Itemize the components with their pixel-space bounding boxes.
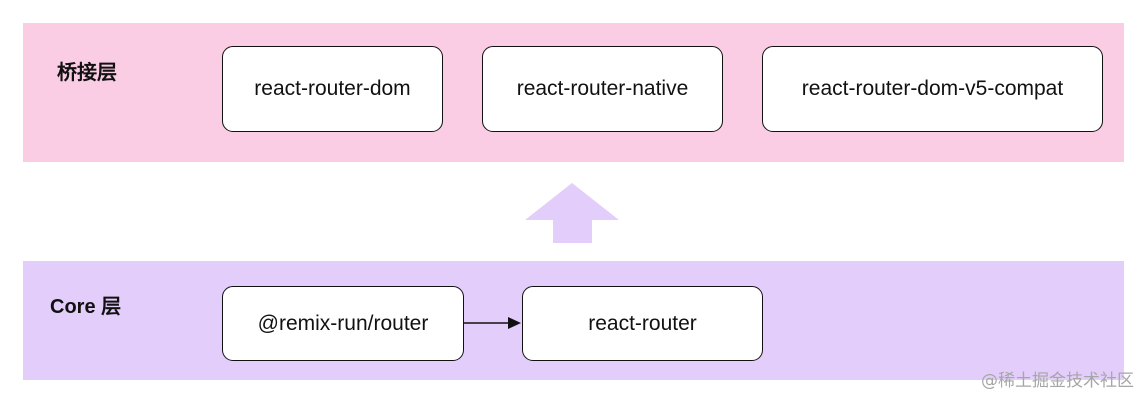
node-react-router-native: react-router-native [482, 46, 723, 132]
node-react-router-dom: react-router-dom [222, 46, 443, 132]
node-remix-run-router: @remix-run/router [222, 286, 464, 361]
up-arrow-shape [525, 183, 619, 243]
node-react-router-dom-v5-compat: react-router-dom-v5-compat [762, 46, 1103, 132]
bridge-layer-label: 桥接层 [57, 62, 117, 84]
core-layer-label: Core 层 [50, 296, 122, 318]
node-react-router: react-router [522, 286, 763, 361]
edge-arrowhead [508, 317, 521, 329]
watermark: @稀土掘金技术社区 [981, 371, 1134, 391]
